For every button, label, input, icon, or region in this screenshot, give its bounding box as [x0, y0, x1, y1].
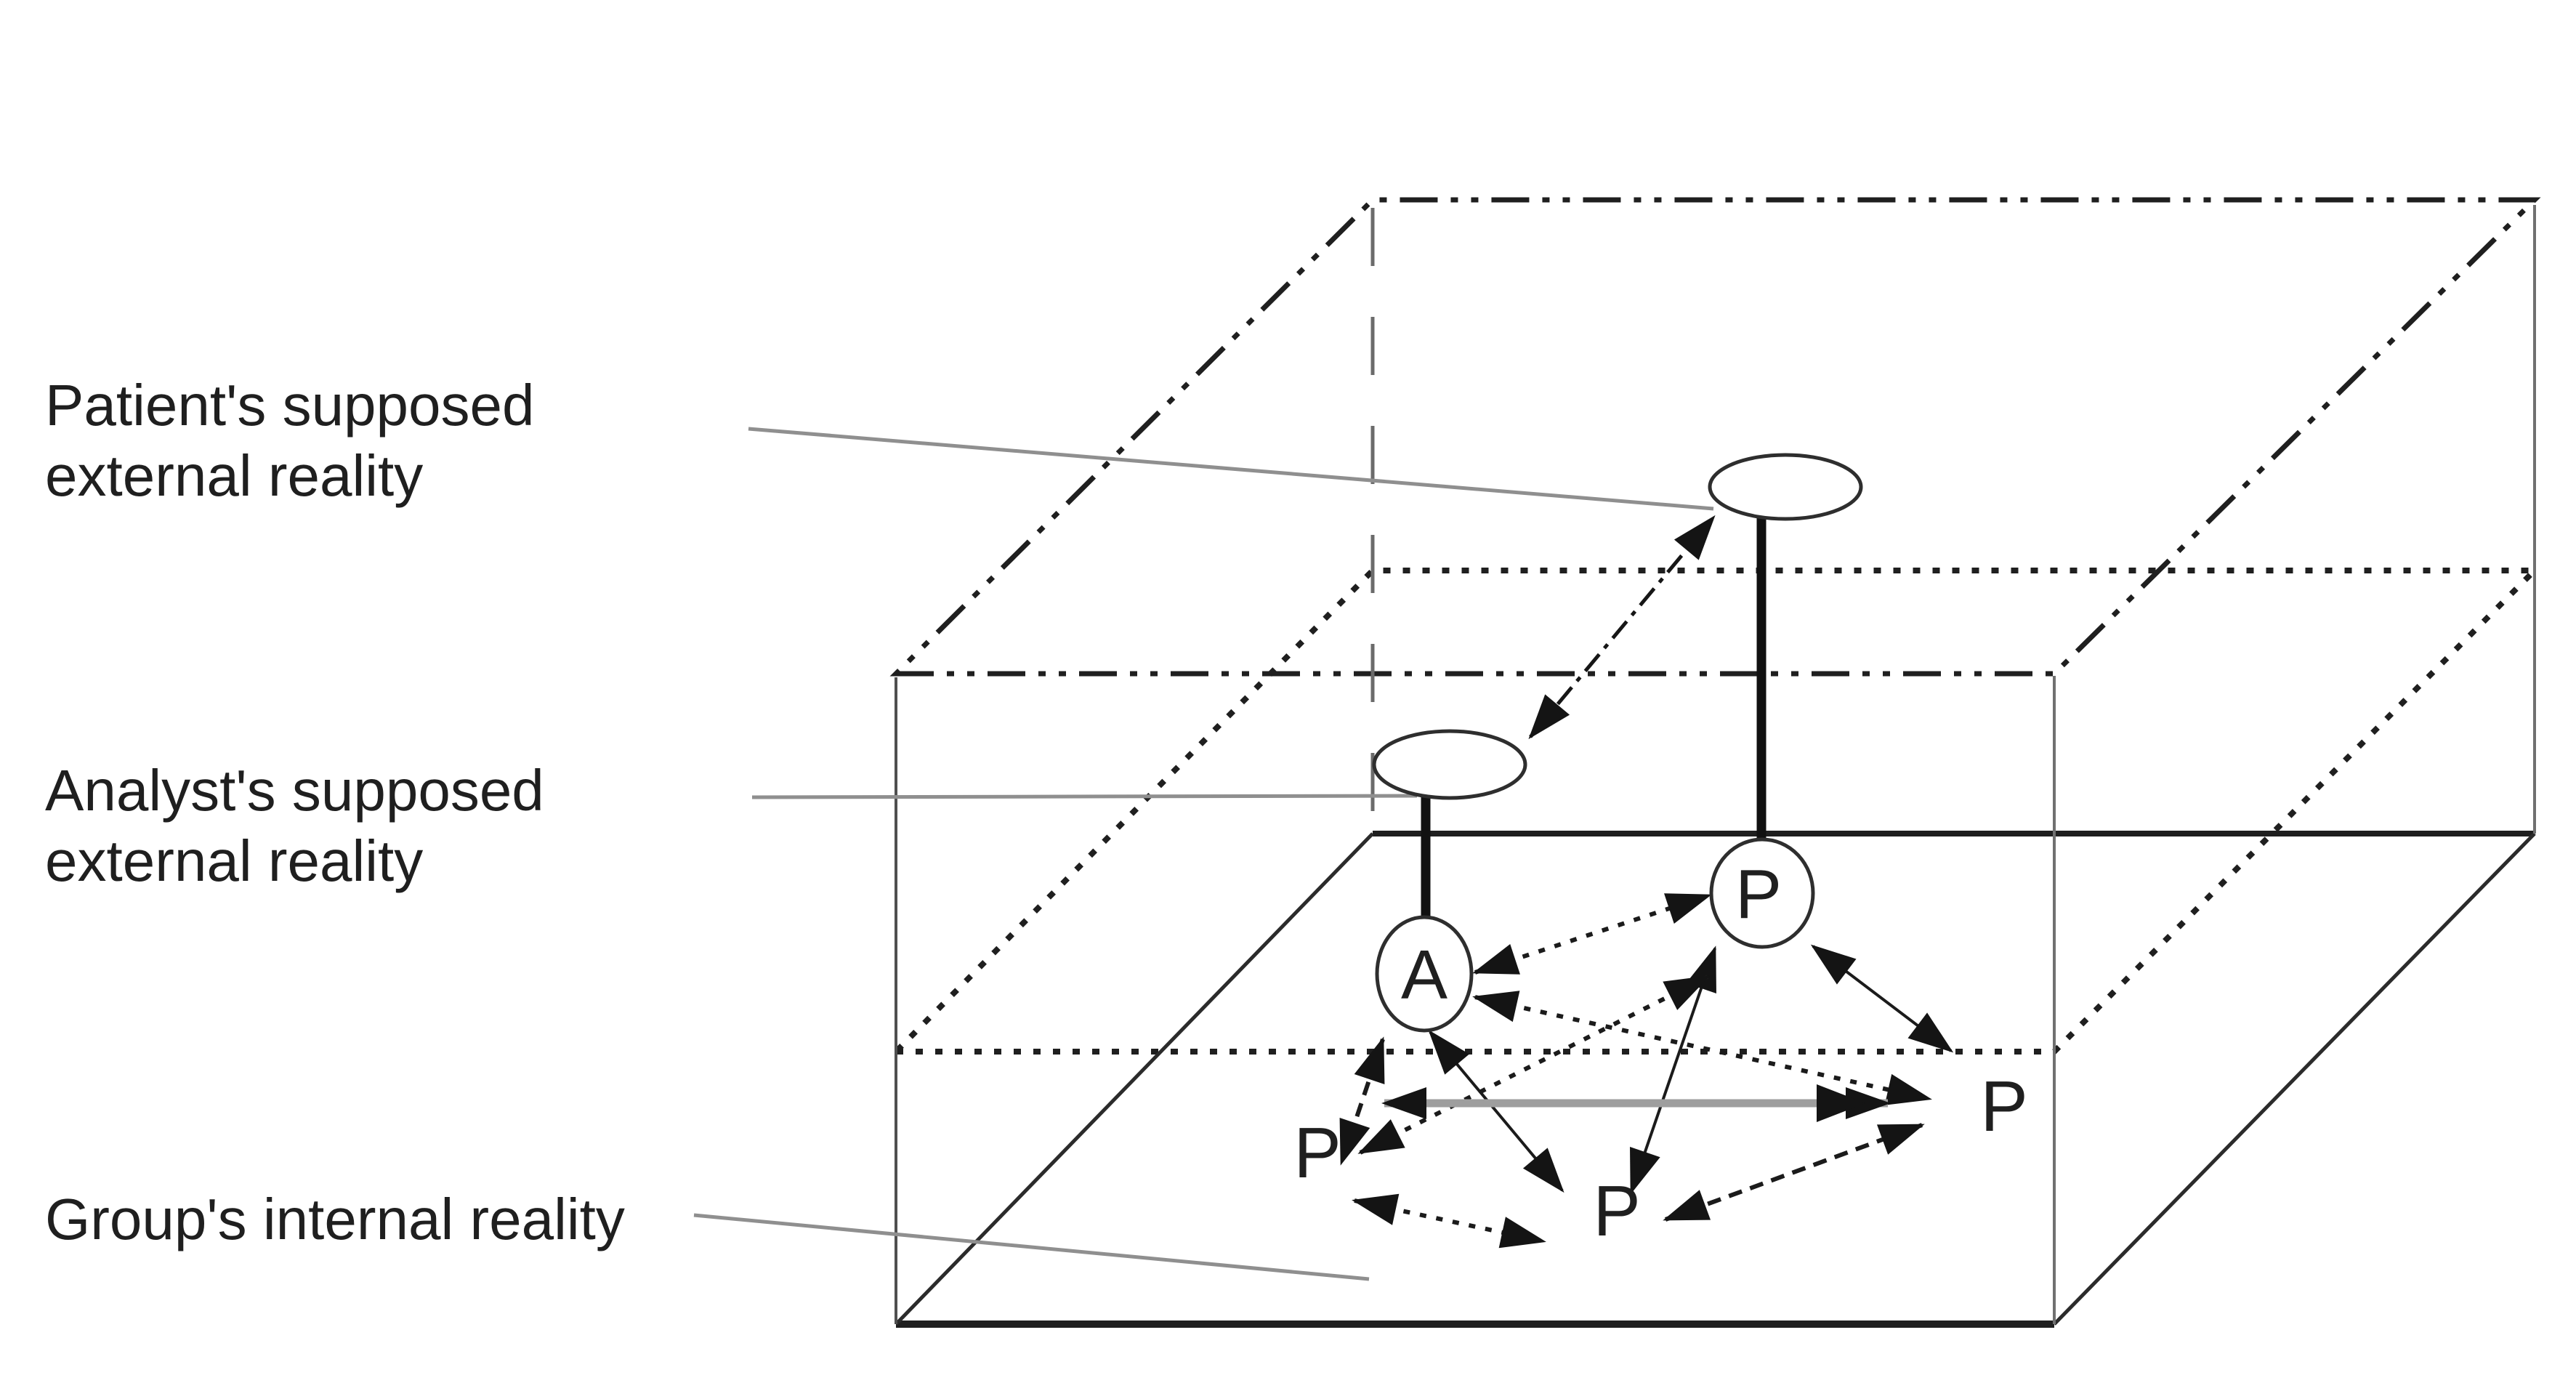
analyst-periscope-lens: [1372, 729, 1527, 800]
arrow-patientright-extra-head: [1817, 1084, 1865, 1122]
arrow-patienttop-patientright: [1810, 944, 1954, 1053]
arrow-patienttop-patientbottom: [1630, 946, 1716, 1195]
caption-leader-lines: [693, 427, 1714, 1281]
patient-label-line1: Patient's supposed: [45, 373, 535, 438]
arrow-between-periscopes: [1528, 515, 1716, 740]
analyst-node-letter: A: [1401, 936, 1448, 1014]
analyst-node-circle: [1375, 915, 1474, 1033]
group-label-leader-line: [693, 1213, 1370, 1281]
patient-periscope-lens: [1708, 453, 1863, 521]
patient-periscope: [1708, 453, 1863, 841]
caption-analyst-external-reality: Analyst's supposed external reality: [45, 758, 544, 893]
analyst-label-line1: Analyst's supposed: [45, 758, 544, 823]
patient-top-node-circle: [1709, 837, 1815, 949]
arrow-patientleft-patientbottom: [1352, 1193, 1546, 1249]
arrow-patientbottom-patientright: [1663, 1123, 1925, 1222]
arrow-analyst-patienttop: [1472, 893, 1712, 975]
caption-group-internal-reality: Group's internal reality: [45, 1187, 625, 1251]
patient-right-letter: P: [1980, 1066, 2027, 1146]
floor-left-edge: [895, 832, 1374, 1326]
patient-top-node-letter: P: [1735, 855, 1782, 933]
relationship-arrows: [1339, 893, 1954, 1249]
arrow-analyst-patientbottom: [1428, 1029, 1564, 1193]
arrow-analyst-patientright: [1472, 991, 1932, 1105]
box-vertical-edges: [895, 205, 2536, 1324]
patient-top-node: P: [1709, 837, 1815, 949]
caption-patient-external-reality: Patient's supposed external reality: [45, 373, 535, 508]
group-label-line1: Group's internal reality: [45, 1187, 625, 1251]
floor-right-edge: [2053, 832, 2536, 1326]
patient-bottom-letter: P: [1593, 1171, 1640, 1251]
analyst-external-reality-plane: [889, 568, 2542, 1055]
analyst-periscope: [1372, 729, 1527, 919]
analyst-label-leader-line: [751, 794, 1418, 799]
analyst-node: A: [1375, 915, 1474, 1033]
patient-label-line2: external reality: [45, 443, 423, 508]
analyst-label-line2: external reality: [45, 828, 423, 893]
patient-external-reality-plane: [889, 197, 2541, 677]
patient-left-letter: P: [1293, 1113, 1341, 1193]
patient-label-leader-line: [748, 427, 1714, 511]
